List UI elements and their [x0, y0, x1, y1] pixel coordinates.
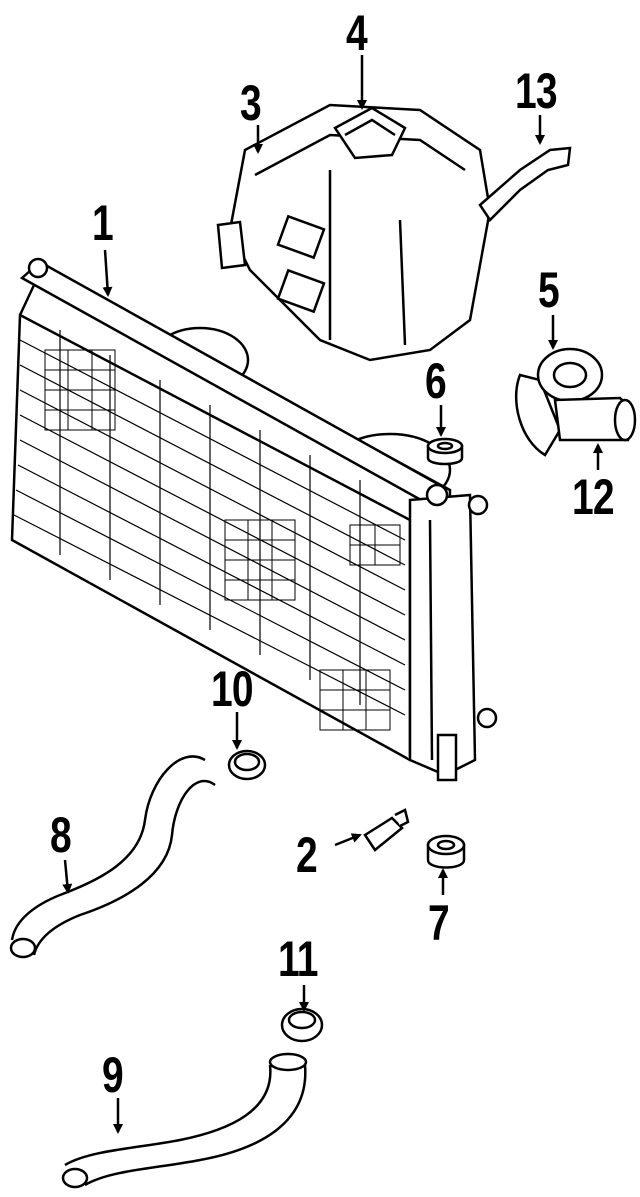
- lower-hose-clamp: [280, 1007, 324, 1043]
- callout-4: 4: [346, 5, 368, 61]
- callout-11: 11: [278, 931, 318, 987]
- upper-mount-bushing: [426, 437, 464, 466]
- callout-6: 6: [425, 353, 447, 409]
- leader-lines: [62, 55, 603, 1134]
- reservoir-cap: [333, 106, 407, 160]
- callout-3: 3: [240, 75, 262, 131]
- lower-mount-bushing: [426, 834, 466, 869]
- callout-8: 8: [50, 807, 72, 863]
- callout-1: 1: [92, 195, 114, 251]
- upper-hose-clamp: [227, 749, 267, 781]
- callout-9: 9: [102, 1047, 124, 1103]
- overflow-hose: [478, 146, 572, 222]
- callout-10: 10: [211, 661, 254, 717]
- thermostat-housing: [515, 347, 637, 457]
- drain-plug: [363, 808, 410, 852]
- callout-5: 5: [538, 262, 560, 318]
- callout-12: 12: [572, 469, 615, 525]
- callout-7: 7: [428, 895, 450, 951]
- lower-radiator-hose: [61, 1052, 308, 1189]
- callout-13: 13: [515, 63, 558, 119]
- radiator: [10, 257, 498, 782]
- callout-2: 2: [296, 827, 318, 883]
- upper-radiator-hose: [9, 755, 216, 959]
